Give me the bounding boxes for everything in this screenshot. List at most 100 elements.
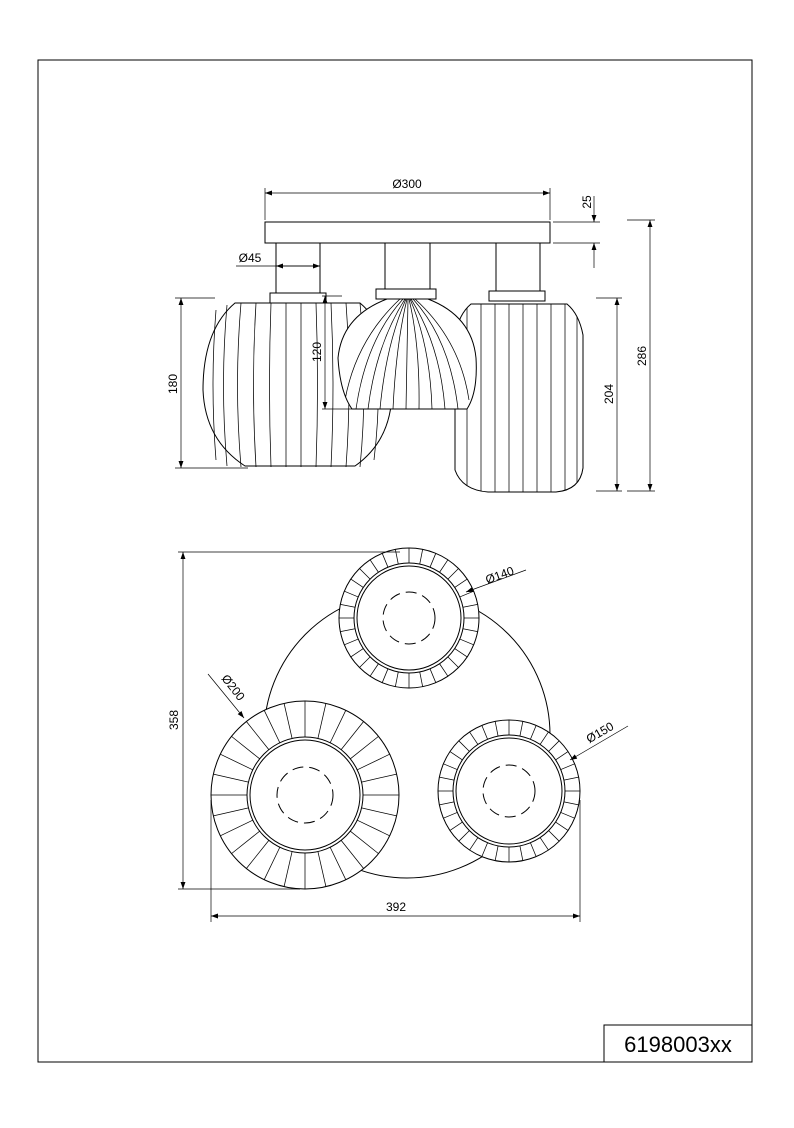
rib-line	[563, 776, 579, 781]
shade-top-large-ribs	[211, 701, 399, 889]
dim-medium-shade-label: Ø150	[584, 719, 617, 746]
rib-line	[462, 628, 478, 633]
rib-line	[429, 553, 437, 568]
rib-line	[459, 638, 474, 646]
rib-line	[361, 773, 397, 783]
dim-large-shade: Ø200	[207, 672, 248, 719]
dim-top-depth-label: 358	[167, 710, 181, 730]
rib-line	[459, 590, 474, 598]
bulb-outline-small	[382, 591, 436, 645]
dim-overall-height-label: 286	[635, 346, 649, 366]
rib-line	[462, 603, 478, 608]
rib-line	[555, 751, 569, 761]
dim-overall-height: 286	[627, 219, 655, 492]
rib-line	[283, 703, 293, 739]
dim-right-shade-height: 204	[596, 297, 622, 492]
rib-line	[563, 801, 579, 806]
rib-line	[213, 773, 249, 783]
rib-line	[539, 837, 549, 851]
dim-canopy-height-label: 25	[580, 195, 594, 209]
dim-right-shade-height-label: 204	[602, 384, 616, 404]
rib-line	[361, 807, 397, 817]
rib-line	[555, 821, 569, 831]
rib-line	[350, 830, 379, 854]
rib-line	[439, 663, 449, 677]
rib-line	[494, 845, 499, 861]
canopy-plate	[264, 221, 551, 244]
drawing-frame	[37, 59, 753, 1063]
shade-top-large	[210, 700, 400, 890]
rib-line	[344, 590, 359, 598]
dim-medium-shade: Ø150	[569, 719, 629, 761]
rib-line	[350, 736, 379, 760]
rib-line	[357, 819, 390, 837]
rib-line	[394, 671, 399, 687]
bulb-outline-medium	[482, 764, 536, 818]
shade-top-medium-ribs	[438, 720, 580, 862]
rib-line	[381, 553, 389, 568]
socket-middle	[384, 242, 431, 292]
rib-line	[317, 703, 327, 739]
shade-top-small	[338, 547, 480, 689]
rib-line	[350, 648, 364, 658]
rib-line	[381, 668, 389, 683]
rib-line	[449, 751, 463, 761]
dim-socket-diameter-label: Ø45	[239, 251, 262, 265]
dim-side-width: Ø300	[264, 177, 551, 220]
rib-line	[469, 837, 479, 851]
top-view: Ø140 Ø150 Ø200 358 392	[167, 547, 629, 922]
dim-small-shade-label: Ø140	[483, 564, 516, 587]
rib-line	[283, 851, 293, 887]
rib-line	[439, 801, 455, 806]
rib-line	[530, 842, 537, 857]
socket-left	[275, 242, 321, 294]
rib-line	[494, 721, 499, 737]
dim-left-shade-height-label: 180	[166, 374, 180, 394]
rib-line	[359, 656, 371, 668]
rib-line	[350, 578, 364, 588]
rib-line	[439, 776, 455, 781]
rib-line	[359, 568, 371, 580]
rib-line	[340, 603, 356, 608]
rib-line	[447, 568, 459, 580]
rib-line	[458, 830, 470, 842]
rib-line	[419, 671, 424, 687]
rib-line	[454, 578, 468, 588]
rib-line	[329, 710, 347, 743]
dim-top-depth: 358	[167, 551, 400, 890]
rib-line	[220, 819, 253, 837]
dim-large-shade-label: Ø200	[219, 672, 248, 704]
rib-line	[469, 731, 479, 745]
rib-line	[340, 628, 356, 633]
rib-line	[539, 731, 549, 745]
rib-line	[548, 830, 560, 842]
rib-line	[439, 559, 449, 573]
rib-line	[458, 740, 470, 752]
rib-line	[419, 549, 424, 565]
rib-line	[560, 812, 575, 819]
dim-top-width-label: 392	[386, 900, 406, 914]
dim-side-width-label: Ø300	[392, 177, 422, 191]
part-number-box: 6198003xx	[603, 1024, 753, 1063]
rib-line	[443, 763, 458, 770]
dim-socket-diameter: Ø45	[236, 251, 321, 270]
rib-line	[263, 847, 281, 880]
rib-line	[443, 812, 458, 819]
dim-canopy-height: 25	[553, 195, 600, 268]
rib-line	[369, 663, 379, 677]
rib-line	[340, 721, 364, 750]
rib-line	[220, 753, 253, 771]
rib-line	[340, 840, 364, 869]
rib-line	[369, 559, 379, 573]
rib-line	[560, 763, 575, 770]
bulb-outline-large	[276, 766, 334, 824]
shade-middle	[337, 288, 477, 410]
rib-line	[357, 753, 390, 771]
rib-line	[231, 830, 260, 854]
dim-middle-shade-height-label: 120	[310, 342, 324, 362]
rib-line	[481, 725, 488, 740]
dim-left-shade-height: 180	[166, 297, 248, 469]
rib-line	[246, 721, 270, 750]
